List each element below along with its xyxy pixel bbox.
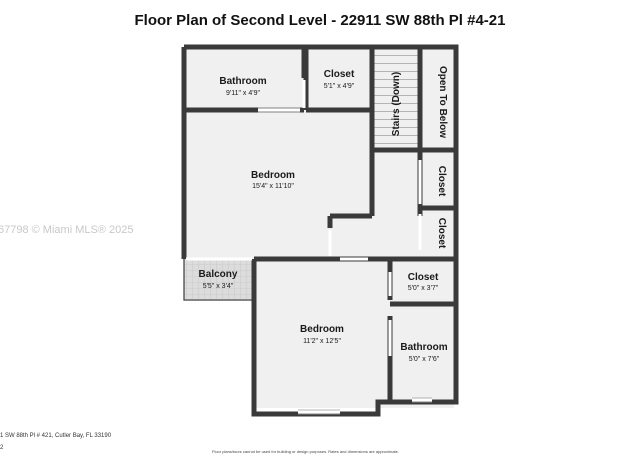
- room-name: Bathroom: [400, 342, 447, 353]
- mls-watermark: 67798 © Miami MLS® 2025: [0, 224, 134, 236]
- room-name: Balcony: [199, 269, 238, 280]
- room-name: Bathroom: [219, 76, 266, 87]
- room-bedroom-lower: Bedroom 11'2" x 12'5": [300, 324, 344, 345]
- room-bedroom-main: Bedroom 15'4" x 11'10": [251, 170, 295, 190]
- room-balcony: Balcony 5'5" x 3'4": [199, 269, 238, 290]
- room-closet-right-2: Closet: [436, 218, 447, 249]
- room-closet-right-1: Closet: [436, 166, 447, 197]
- room-name: Closet: [436, 166, 447, 197]
- room-bathroom-lower: Bathroom 5'0" x 7'6": [400, 342, 447, 363]
- footer-side-text: 2: [0, 445, 4, 451]
- room-dimensions: 5'5" x 3'4": [203, 283, 234, 290]
- room-dimensions: 15'4" x 11'10": [252, 183, 294, 190]
- room-stairs: Stairs (Down): [391, 72, 402, 136]
- room-dimensions: 5'0" x 7'6": [409, 356, 440, 363]
- room-name: Stairs (Down): [391, 72, 402, 136]
- room-name: Bedroom: [251, 170, 295, 181]
- room-name: Closet: [436, 218, 447, 249]
- floor-fill: [184, 47, 454, 408]
- room-dimensions: 11'2" x 12'5": [303, 338, 341, 345]
- room-closet-lower: Closet 5'0" x 3'7": [408, 272, 439, 292]
- room-name: Bedroom: [300, 324, 344, 335]
- window-marks: [258, 107, 432, 415]
- room-dimensions: 9'11" x 4'9": [226, 90, 260, 97]
- room-dimensions: 5'0" x 3'7": [408, 285, 439, 292]
- openings: [186, 80, 432, 414]
- room-closet-top: Closet 5'1" x 4'9": [324, 69, 355, 90]
- room-dimensions: 5'1" x 4'9": [324, 83, 355, 90]
- room-name: Open To Below: [437, 66, 448, 138]
- stairs-treads: [372, 54, 420, 150]
- room-name: Closet: [408, 272, 439, 283]
- address-footer: 1 SW 88th Pl # 421, Cutler Bay, FL 33190: [0, 433, 112, 439]
- page-title: Floor Plan of Second Level - 22911 SW 88…: [134, 12, 506, 29]
- room-open-to-below: Open To Below: [437, 66, 448, 138]
- room-bathroom-top: Bathroom 9'11" x 4'9": [219, 76, 266, 97]
- room-name: Closet: [324, 69, 355, 80]
- balcony-tiles: [184, 259, 254, 299]
- disclaimer-text: Floor plans/tours cannot be used for bui…: [212, 449, 399, 454]
